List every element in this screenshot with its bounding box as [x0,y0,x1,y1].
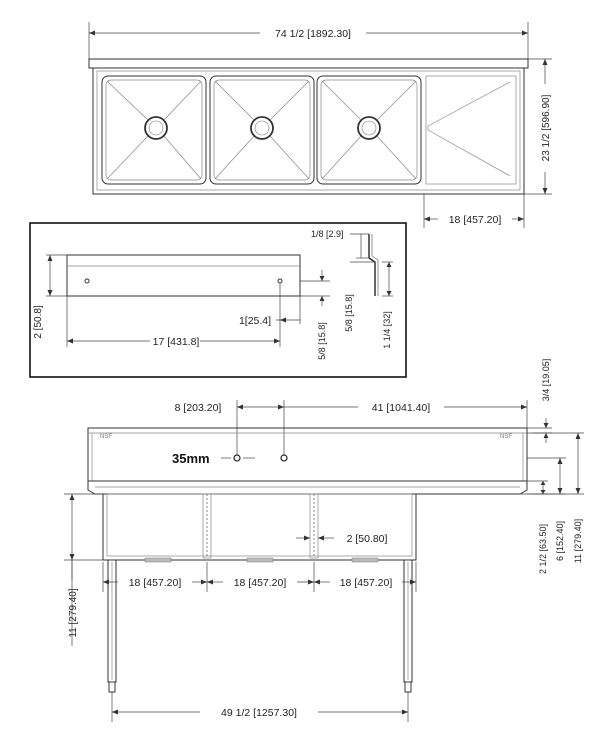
drainboard-dimension: 18 [457.20] [423,194,525,228]
bowl-width-1-label: 18 [457.20] [129,577,182,589]
bowl-width-3-label: 18 [457.20] [340,577,393,589]
nsf-mark-left: NSF [100,434,112,440]
sink-rim-inner [96,70,521,191]
divider-dimension: 2 [50.80] [296,533,388,545]
flange-height-label: 2 [50.8] [33,305,44,339]
faucet-hole-icon [233,454,241,462]
depth-dimension: 23 1/2 [596.90] [524,58,552,195]
bowl-top-3 [316,75,422,185]
depth-label: 23 1/2 [596.90] [541,94,552,161]
lip-profile-detail [350,233,393,297]
overall-width-dimension: 74 1/2 [1892.30] [88,22,529,60]
leg-span-dimension: 49 1/2 [1257.30] [111,692,409,722]
drain-body-icon [144,557,172,563]
faucet-offset-label: 8 [203.20] [175,402,222,414]
lip-depth-label: 5/8 [15.8] [344,294,354,332]
hole-spacing-label: 17 [431.8] [153,336,200,348]
divider-label: 2 [50.80] [347,533,388,545]
faucet-spacing-dimension: 41 [1041.40] [284,400,528,430]
drain-icon [250,116,274,140]
drain-body-icon [351,557,379,563]
flange-height-dimension: 2 [50.8] [33,254,67,339]
mounting-hole-icon [277,278,283,284]
bowl-width-2-label: 18 [457.20] [234,577,287,589]
detail-box: 2 [50.8] 17 [431.8] 1[25.4] 5/8 [15.8] [29,222,407,378]
lip-height-label: 1 1/4 [32] [382,311,392,349]
overall-width-label: 74 1/2 [1892.30] [275,28,351,40]
bowl-top-1 [101,75,207,185]
bowl-widths-dimension: 18 [457.20] 18 [457.20] 18 [457.20] [102,562,417,592]
hole-drop-label: 5/8 [15.8] [317,322,327,360]
drainboard-top [425,75,517,185]
rim-dimension: 3/4 [19.05] [527,359,552,443]
drain-body-icon [246,557,274,563]
hole-drop-dimension: 5/8 [15.8] [300,270,330,360]
splash-low-label: 2 1/2 [63.50] [538,524,548,574]
backsplash-front: NSF NSF 35mm [87,427,528,482]
faucet-hole-label: 35mm [172,451,210,466]
rim-label: 3/4 [19.05] [541,359,551,402]
bowl-depth-label: 11 [279.40] [68,588,79,638]
bowls-front [102,493,417,563]
bowl-top-2 [209,75,315,185]
drain-icon [144,116,168,140]
hole-offset-label: 1[25.4] [239,315,271,327]
backsplash-panel-detail [66,254,301,297]
hole-spacing-dimension: 17 [431.8] [66,283,281,348]
backsplash-top [88,58,529,69]
splash-low-dimension: 2 1/2 [63.50] [527,480,548,574]
bullet-foot-icon [404,681,412,693]
top-view: 74 1/2 [1892.30] [88,22,552,228]
splash-mid-label: 6 [152.40] [555,521,565,561]
faucet-spacing-label: 41 [1041.40] [372,402,430,414]
bullet-foot-icon [108,681,116,693]
sink-deck-front [87,480,528,495]
drainboard-label: 18 [457.20] [449,214,502,226]
leg-span-label: 49 1/2 [1257.30] [221,707,297,719]
front-view: 8 [203.20] 41 [1041.40] NSF NSF 35mm [64,359,584,722]
sink-body-top [92,67,525,195]
splash-total-label: 11 [279.40] [573,519,583,563]
lip-thickness-label: 1/8 [2.9] [311,229,344,239]
drain-icon [357,116,381,140]
faucet-hole-icon [280,454,288,462]
nsf-mark-right: NSF [500,434,512,440]
splash-total-dimension: 11 [279.40] [533,432,584,563]
hole-offset-dimension: 1[25.4] [239,296,301,327]
bowl-depth-dimension: 11 [279.40] [64,493,103,646]
faucet-offset-dimension: 8 [203.20] [175,400,285,458]
mounting-hole-icon [84,278,90,284]
